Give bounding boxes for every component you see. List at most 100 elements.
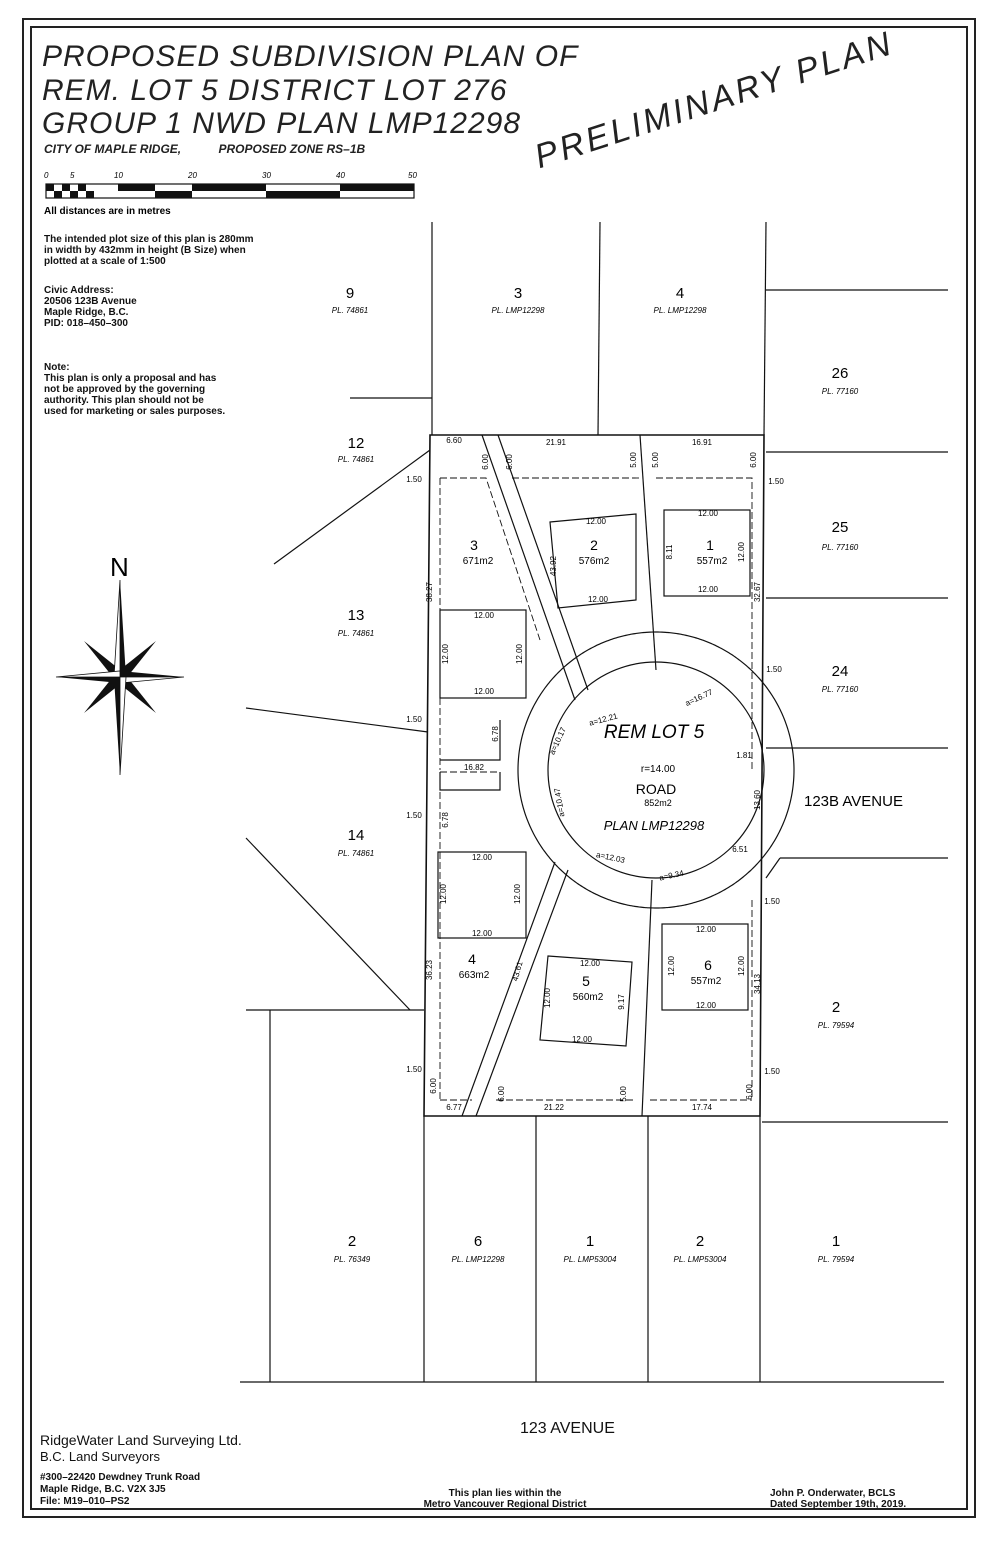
surveyor-city: Maple Ridge, B.C. V2X 3J5 — [40, 1484, 166, 1495]
scale-tick: 30 — [262, 171, 271, 180]
road-plan: PLAN LMP12298 — [604, 818, 705, 833]
scale-tick: 5 — [70, 171, 75, 180]
proposed-lot-area: 560m2 — [573, 992, 604, 1003]
dim-x: 6.78 — [491, 726, 500, 742]
dim-setback: 1.50 — [764, 1067, 780, 1076]
neighbor-plan: PL. LMP53004 — [564, 1255, 617, 1264]
dim-envelope: 12.00 — [543, 987, 552, 1008]
signature-block: John P. Onderwater, BCLS Dated September… — [770, 1488, 907, 1510]
neighbor-lot-number: 2 — [832, 999, 840, 1016]
dim-six: 6.00 — [749, 452, 758, 468]
dim-arc-d: a=9.34 — [658, 868, 685, 882]
dim-arc-c-a: a=10.17 — [547, 725, 568, 756]
road-area: 852m2 — [644, 798, 672, 808]
civic-address: Civic Address: 20506 123B Avenue Maple R… — [44, 285, 137, 329]
dim-envelope: 12.00 — [737, 541, 746, 562]
proposed-lot-number: 1 — [706, 537, 714, 553]
neighbor-lot-number: 24 — [832, 663, 849, 680]
dim-envelope: 12.00 — [667, 955, 676, 976]
dim-bot-a: 6.77 — [446, 1103, 462, 1112]
neighbor-lot-number: 1 — [586, 1233, 594, 1250]
proposed-lot-area: 557m2 — [691, 976, 722, 987]
dim-envelope: 12.00 — [696, 925, 717, 934]
dim-top-a: 6.60 — [446, 436, 462, 445]
rem-lot-label: REM LOT 5 — [604, 722, 705, 743]
dim-six: 6.00 — [429, 1078, 438, 1094]
neighbor-lot-number: 2 — [696, 1233, 704, 1250]
dim-setback: 1.50 — [764, 897, 780, 906]
dim-envelope: 12.00 — [588, 595, 609, 604]
scale-tick: 0 — [44, 171, 49, 180]
neighbor-plan: PL. LMP53004 — [674, 1255, 727, 1264]
proposed-lot-number: 6 — [704, 957, 712, 973]
proposed-lot-area: 576m2 — [579, 556, 610, 567]
north-arrow-icon: N — [55, 552, 185, 776]
title-line-2: REM. LOT 5 DISTRICT LOT 276 — [42, 74, 508, 107]
scale-note: All distances are in metres — [44, 206, 171, 217]
neighbor-plan: PL. 74861 — [338, 629, 374, 638]
proposed-lot-number: 4 — [468, 951, 476, 967]
neighbor-lot-number: 12 — [348, 435, 365, 452]
neighbor-plan: PL. 74861 — [338, 455, 374, 464]
dim-six: 6.00 — [745, 1084, 754, 1100]
dim-l-b: 36.23 — [425, 959, 434, 980]
title-line-3: GROUP 1 NWD PLAN LMP12298 — [42, 107, 522, 140]
dim-setback: 1.50 — [406, 1065, 422, 1074]
dim-setback: 1.50 — [766, 665, 782, 674]
dim-envelope: 12.00 — [586, 517, 607, 526]
dim-r-b: 34.13 — [753, 973, 762, 994]
proposed-lot-area: 663m2 — [459, 970, 490, 981]
neighbor-plan: PL. 74861 — [338, 849, 374, 858]
surveyor-address-block: #300–22420 Dewdney Trunk Road Maple Ridg… — [40, 1472, 200, 1508]
neighbor-plan: PL. 76349 — [334, 1255, 371, 1264]
dim-envelope: 12.00 — [441, 643, 450, 664]
dim-side-c: 13.60 — [753, 789, 762, 810]
neighbor-lot-number: 13 — [348, 607, 365, 624]
proposed-lot-area: 671m2 — [463, 556, 494, 567]
inner-border — [30, 26, 968, 1510]
dim-top-c: 16.91 — [692, 438, 713, 447]
dim-envelope: 12.00 — [696, 1001, 717, 1010]
dim-five: 5.00 — [651, 452, 660, 468]
scale-tick: 40 — [336, 171, 345, 180]
dim-envelope: 12.00 — [513, 883, 522, 904]
dim-five: 5.00 — [629, 452, 638, 468]
neighbor-lot-number: 3 — [514, 285, 522, 302]
dim-setback: 1.50 — [406, 811, 422, 820]
dim-envelope: 12.00 — [474, 687, 495, 696]
neighbor-plan: PL. 77160 — [822, 387, 859, 396]
scale-tick: 10 — [114, 171, 123, 180]
dim-d-a: 43.92 — [549, 555, 558, 576]
dim-six: 6.00 — [497, 1086, 506, 1102]
neighbor-plan: PL. 77160 — [822, 685, 859, 694]
neighbor-plan: PL. 79594 — [818, 1255, 855, 1264]
dim-envelope: 12.00 — [474, 611, 495, 620]
dim-bot-b: 21.22 — [544, 1103, 565, 1112]
dim-d-b: 43.61 — [511, 960, 525, 982]
dim-envelope: 12.00 — [572, 1035, 593, 1044]
proposed-lot-number: 3 — [470, 537, 478, 553]
dim-envelope: 12.00 — [515, 643, 524, 664]
dim-envelope: 12.00 — [698, 509, 719, 518]
north-label: N — [110, 552, 129, 582]
dim-l-a: 38.27 — [425, 581, 434, 602]
neighbor-lot-number: 9 — [346, 285, 354, 302]
surveyor-block: RidgeWater Land Surveying Ltd. B.C. Land… — [40, 1432, 242, 1465]
scale-tick: 50 — [408, 171, 417, 180]
disclaimer-note: Note: This plan is only a proposal and h… — [44, 362, 226, 417]
dim-setback: 1.50 — [406, 715, 422, 724]
plot-size-note: The intended plot size of this plan is 2… — [44, 234, 254, 267]
road-label: ROAD — [636, 781, 676, 797]
dim-r-a: 32.67 — [753, 581, 762, 602]
neighbor-plan: PL. 79594 — [818, 1021, 855, 1030]
dim-arc-b: a=16.77 — [684, 687, 715, 708]
city-label: CITY OF MAPLE RIDGE, — [44, 142, 182, 156]
title-line-1: PROPOSED SUBDIVISION PLAN OF — [42, 40, 579, 73]
neighbor-lot-number: 1 — [832, 1233, 840, 1250]
surveyor-firm: RidgeWater Land Surveying Ltd. — [40, 1432, 242, 1448]
neighbor-plan: PL. LMP12298 — [654, 306, 707, 315]
file-number: File: M19–010–PS2 — [40, 1496, 130, 1507]
neighbor-plan: PL. 74861 — [332, 306, 368, 315]
dim-envelope: 12.00 — [472, 853, 493, 862]
